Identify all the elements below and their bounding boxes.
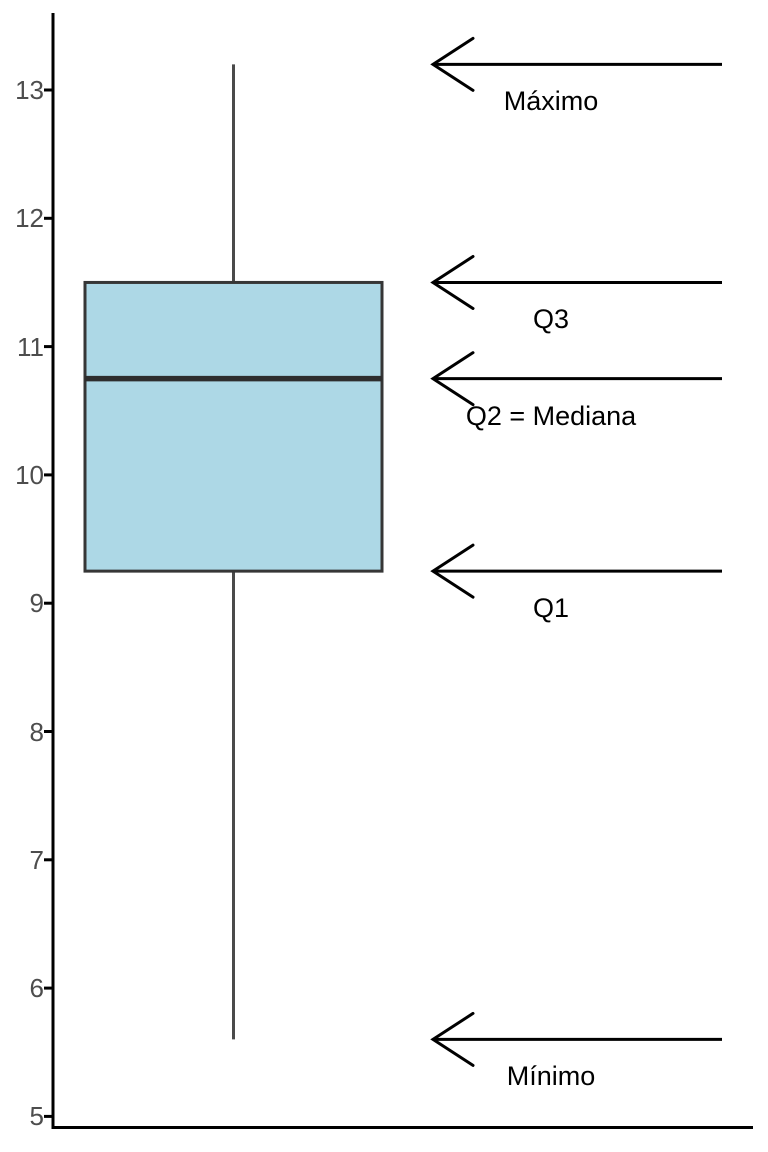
annotation-label-q1: Q1 xyxy=(532,593,570,624)
annotation-label-minimo: Mínimo xyxy=(506,1061,596,1092)
annotation-label-q3: Q3 xyxy=(532,304,570,335)
y-tick-label: 11 xyxy=(17,331,44,362)
y-tick-label: 13 xyxy=(15,75,44,105)
annotation-arrowhead-icon xyxy=(430,36,475,92)
y-tick-label: 6 xyxy=(29,973,44,1004)
y-tick-label: 9 xyxy=(29,588,44,619)
annotation-arrowhead-icon xyxy=(430,1011,475,1067)
y-tick-label: 8 xyxy=(29,716,44,747)
annotation-label-maximo: Máximo xyxy=(503,86,599,117)
iqr-box xyxy=(83,280,384,573)
y-tick-label: 12 xyxy=(15,203,44,234)
y-tick-label: 7 xyxy=(29,844,44,875)
annotation-label-mediana: Q2 = Mediana xyxy=(465,400,637,431)
annotation-arrowhead-icon xyxy=(430,543,475,599)
y-tick-label: 10 xyxy=(15,459,44,490)
y-tick-label: 5 xyxy=(29,1101,44,1132)
annotation-arrowhead-icon xyxy=(430,254,475,310)
annotation-arrowhead-icon xyxy=(430,351,475,407)
